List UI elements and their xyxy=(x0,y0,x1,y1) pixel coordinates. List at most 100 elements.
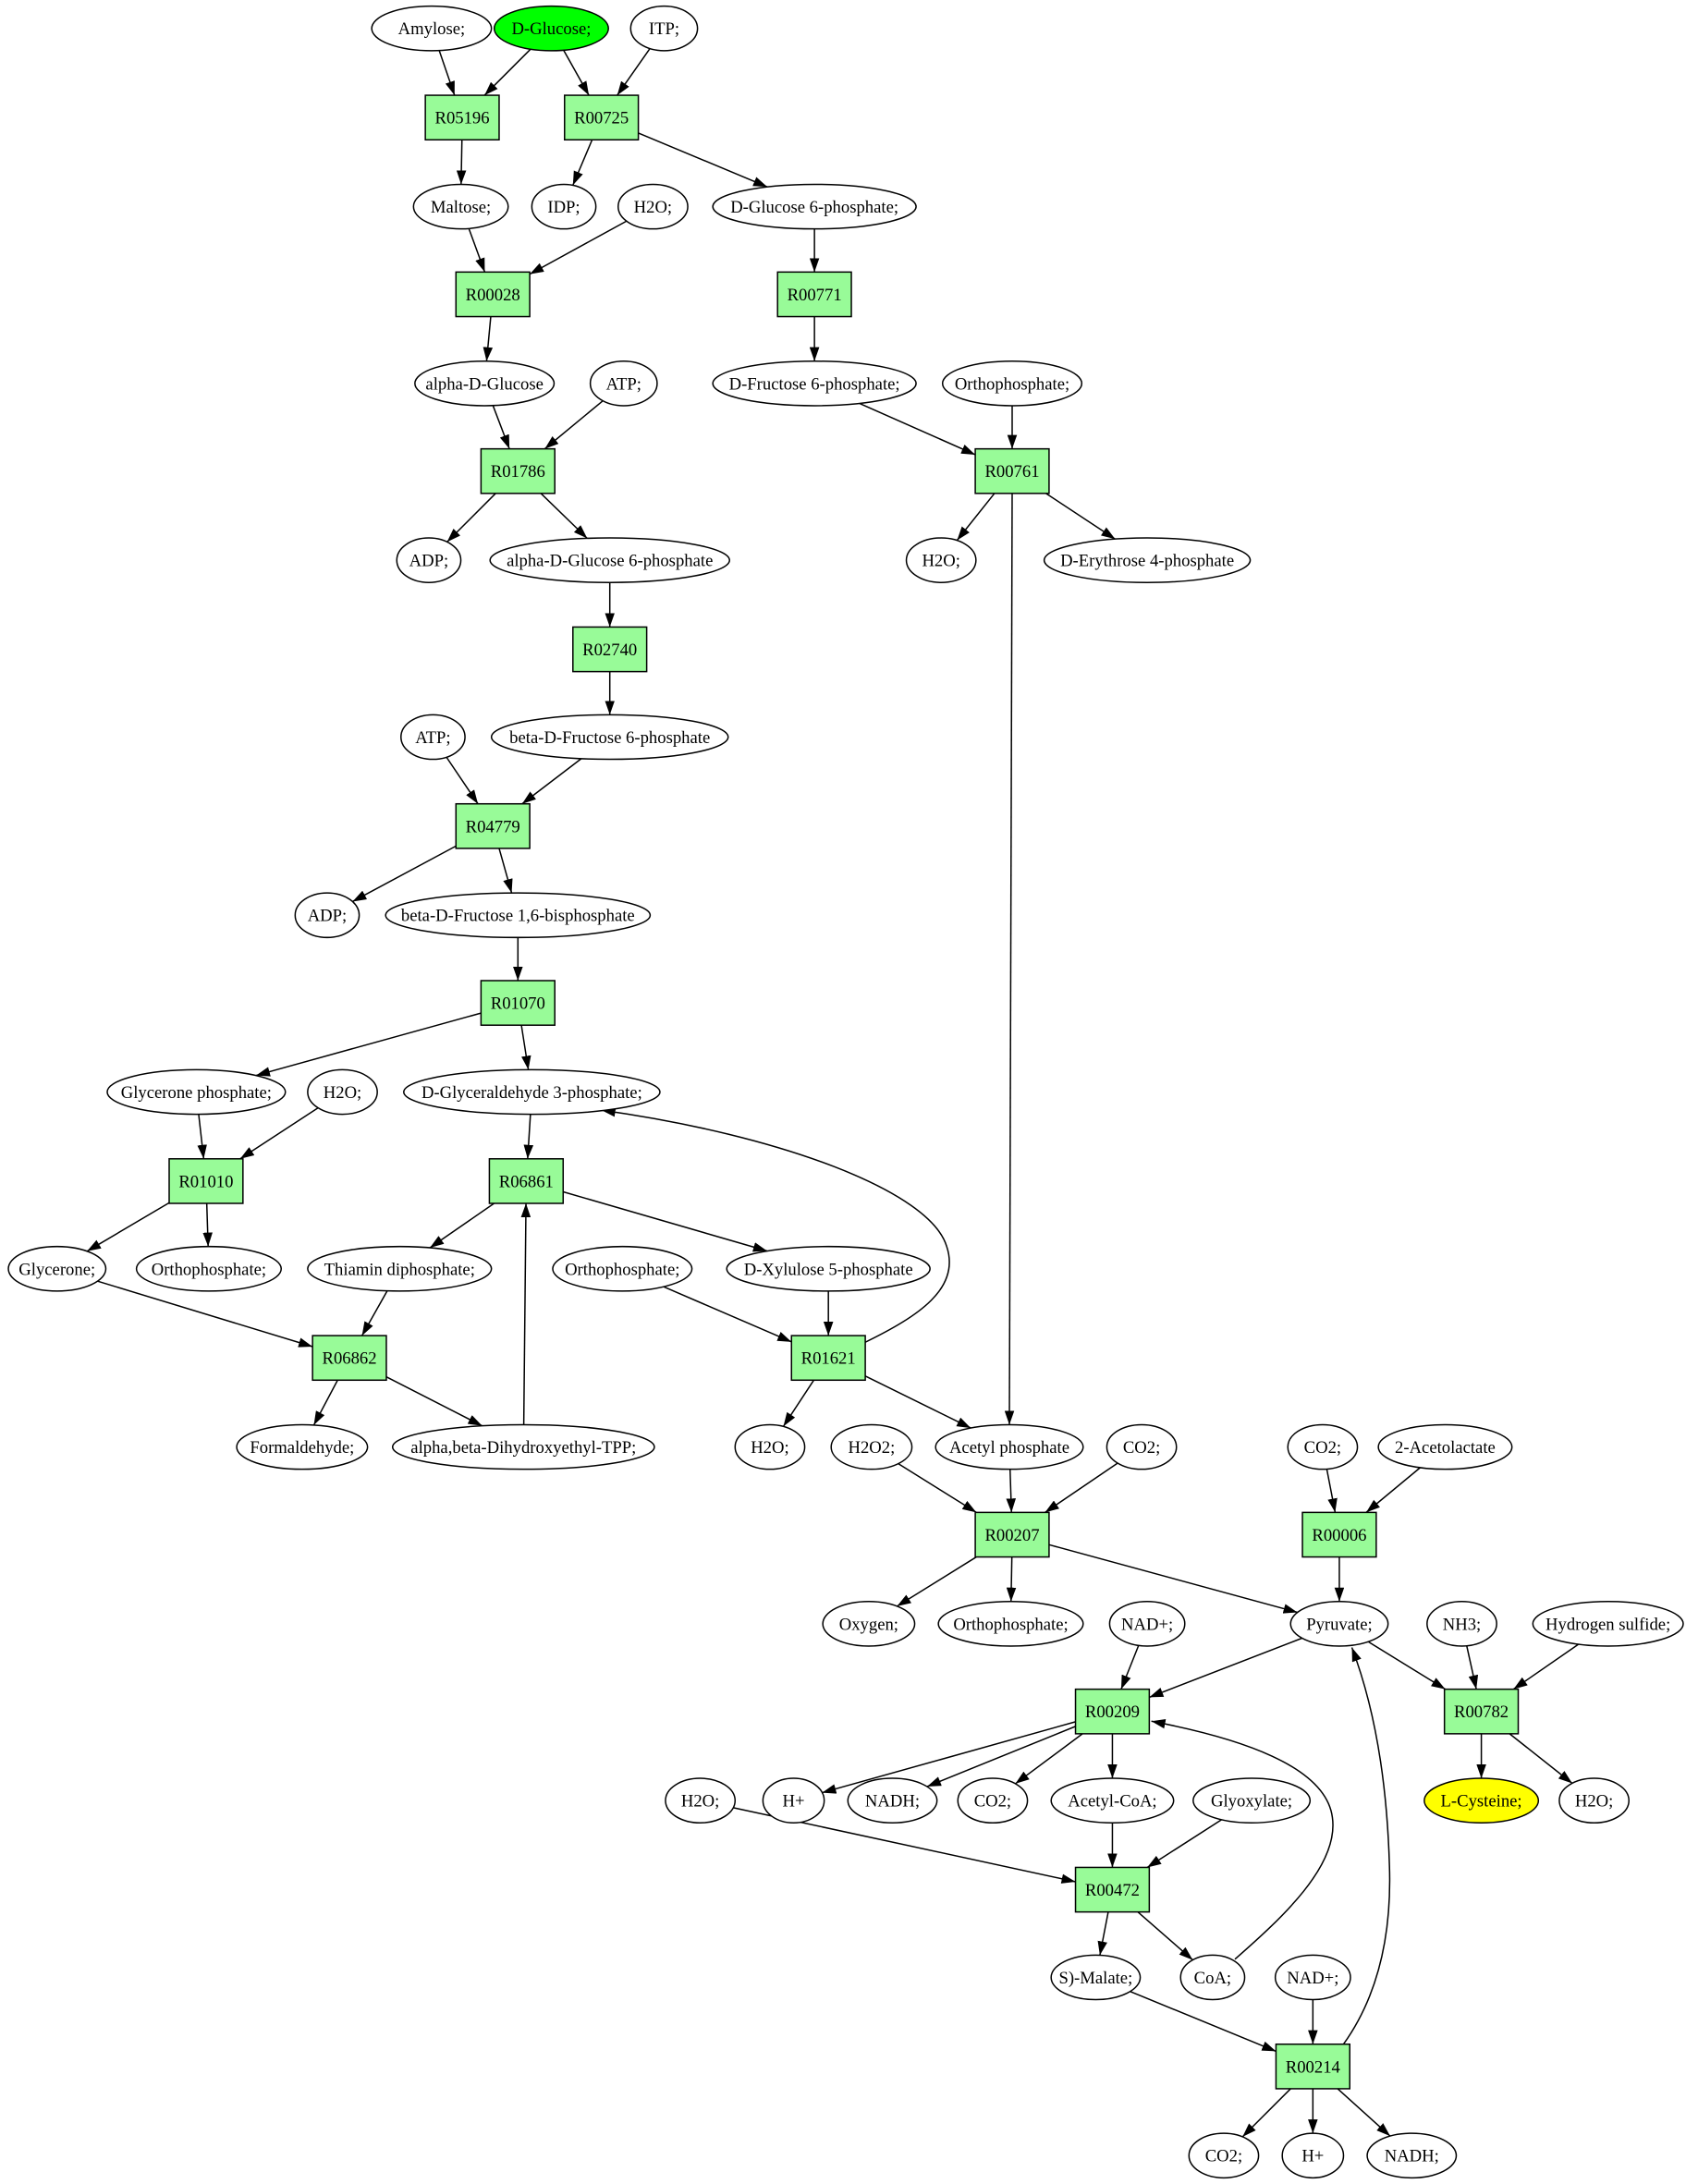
reaction-node: R04779 xyxy=(455,802,531,849)
compound-label: Glycerone phosphate; xyxy=(121,1083,272,1103)
reaction-label: R00209 xyxy=(1085,1702,1140,1722)
compound-ellipse xyxy=(937,1601,1084,1647)
product-edge xyxy=(563,1190,768,1252)
compound-label: beta-D-Fructose 6-phosphate xyxy=(509,728,710,748)
product-edge xyxy=(446,493,496,543)
compound-ellipse xyxy=(1377,1423,1513,1470)
compound-node: CO2; xyxy=(1287,1423,1359,1470)
compound-ellipse xyxy=(391,1423,655,1470)
substrate-edge xyxy=(617,48,651,96)
compound-ellipse xyxy=(490,714,729,761)
compound-node: CO2; xyxy=(1106,1423,1178,1470)
product-edge xyxy=(1045,493,1116,540)
compound-label: D-Glyceraldehyde 3-phosphate; xyxy=(422,1083,642,1103)
reaction-label: R05196 xyxy=(435,109,490,128)
compound-node: NAD+; xyxy=(1274,1954,1351,2001)
reaction-box xyxy=(1275,2043,1351,2090)
compound-ellipse xyxy=(905,537,977,583)
compound-node: Orthophosphate; xyxy=(135,1245,283,1292)
compound-label: Maltose; xyxy=(431,198,491,217)
compound-node: ADP; xyxy=(396,537,462,583)
product-edge xyxy=(540,493,588,540)
compound-label: D-Erythrose 4-phosphate xyxy=(1060,552,1234,571)
compound-label: ADP; xyxy=(308,907,348,926)
compound-ellipse xyxy=(665,1777,737,1824)
reaction-node: R00771 xyxy=(776,271,852,318)
compound-label: alpha-D-Glucose xyxy=(425,374,543,394)
compound-label: Formaldehyde; xyxy=(250,1438,354,1458)
reaction-label: R00761 xyxy=(984,462,1039,482)
substrate-edge xyxy=(898,1463,977,1514)
compound-label: Orthophosphate; xyxy=(565,1260,679,1279)
compound-ellipse xyxy=(957,1777,1029,1824)
compound-label: Thiamin diphosphate; xyxy=(324,1260,475,1279)
substrate-edge xyxy=(1512,1643,1580,1690)
product-edge xyxy=(1004,493,1015,1425)
reaction-box xyxy=(455,802,531,849)
compound-ellipse xyxy=(1274,1954,1351,2001)
substrate-edge xyxy=(239,1107,319,1160)
compound-ellipse xyxy=(830,1423,913,1470)
reaction-box xyxy=(488,1158,565,1204)
reaction-box xyxy=(974,1511,1050,1558)
compound-node: ATP; xyxy=(589,360,658,407)
compound-label: ATP; xyxy=(606,374,641,394)
product-edge xyxy=(782,1379,814,1427)
compound-label: alpha,beta-Dihydroxyethyl-TPP; xyxy=(410,1438,636,1458)
compound-ellipse xyxy=(307,1245,493,1292)
reaction-node: R00472 xyxy=(1074,1866,1151,1913)
compound-ellipse xyxy=(1281,2132,1345,2179)
start-compound-node: D-Glucose; xyxy=(493,5,609,52)
product-edge xyxy=(1241,2088,1291,2138)
reaction-box xyxy=(455,271,531,318)
substrate-edge xyxy=(1120,1645,1140,1690)
reaction-label: R00725 xyxy=(574,109,629,128)
reaction-box xyxy=(572,626,648,673)
substrate-edge xyxy=(197,1114,207,1159)
reaction-box xyxy=(974,447,1050,494)
compound-ellipse xyxy=(396,537,462,583)
reaction-label: R00472 xyxy=(1085,1881,1140,1900)
substrate-edge xyxy=(446,756,479,805)
compound-node: Orthophosphate; xyxy=(937,1601,1084,1647)
compound-ellipse xyxy=(385,892,652,939)
compound-label: H2O; xyxy=(634,198,672,217)
product-edge xyxy=(202,1202,213,1247)
reaction-node: R00006 xyxy=(1301,1511,1377,1558)
compound-label: CO2; xyxy=(974,1792,1011,1812)
compound-node: NH3; xyxy=(1426,1601,1497,1647)
reaction-box xyxy=(1074,1866,1151,1913)
substrate-edge xyxy=(1146,1819,1223,1869)
compound-label: CO2; xyxy=(1304,1438,1341,1458)
compound-label: Pyruvate; xyxy=(1306,1615,1373,1634)
compound-ellipse xyxy=(1423,1777,1540,1824)
compound-ellipse xyxy=(1366,2132,1458,2179)
product-edge xyxy=(1509,1733,1573,1785)
product-edge xyxy=(1006,1556,1017,1602)
compound-ellipse xyxy=(400,714,466,761)
compound-ellipse xyxy=(1043,537,1252,583)
reaction-label: R06861 xyxy=(499,1172,554,1191)
compound-label: Acetyl phosphate xyxy=(949,1438,1069,1458)
compound-ellipse xyxy=(1106,1423,1178,1470)
product-edge xyxy=(385,1375,483,1427)
compound-label: Orthophosphate; xyxy=(152,1260,266,1279)
product-edge xyxy=(638,132,768,188)
compound-ellipse xyxy=(589,360,658,407)
compound-label: Glycerone; xyxy=(18,1260,95,1279)
compound-label: H2O; xyxy=(324,1083,361,1103)
product-edge xyxy=(572,139,593,186)
nodes-layer: Amylose;D-Glucose;ITP;Maltose;IDP;H2O;D-… xyxy=(7,5,1684,2179)
substrate-edge xyxy=(1466,1645,1479,1690)
substrate-edge xyxy=(1367,1641,1446,1690)
reaction-node: R00209 xyxy=(1074,1688,1151,1735)
compound-ellipse xyxy=(617,183,689,230)
reaction-box xyxy=(168,1158,244,1204)
reaction-node: R01786 xyxy=(480,447,556,494)
compound-ellipse xyxy=(7,1245,107,1292)
compound-ellipse xyxy=(1179,1954,1246,2001)
product-edge xyxy=(429,1202,495,1249)
compound-ellipse xyxy=(1289,1601,1389,1647)
substrate-edge xyxy=(1130,1990,1277,2053)
compound-label: D-Glucose; xyxy=(511,19,591,39)
